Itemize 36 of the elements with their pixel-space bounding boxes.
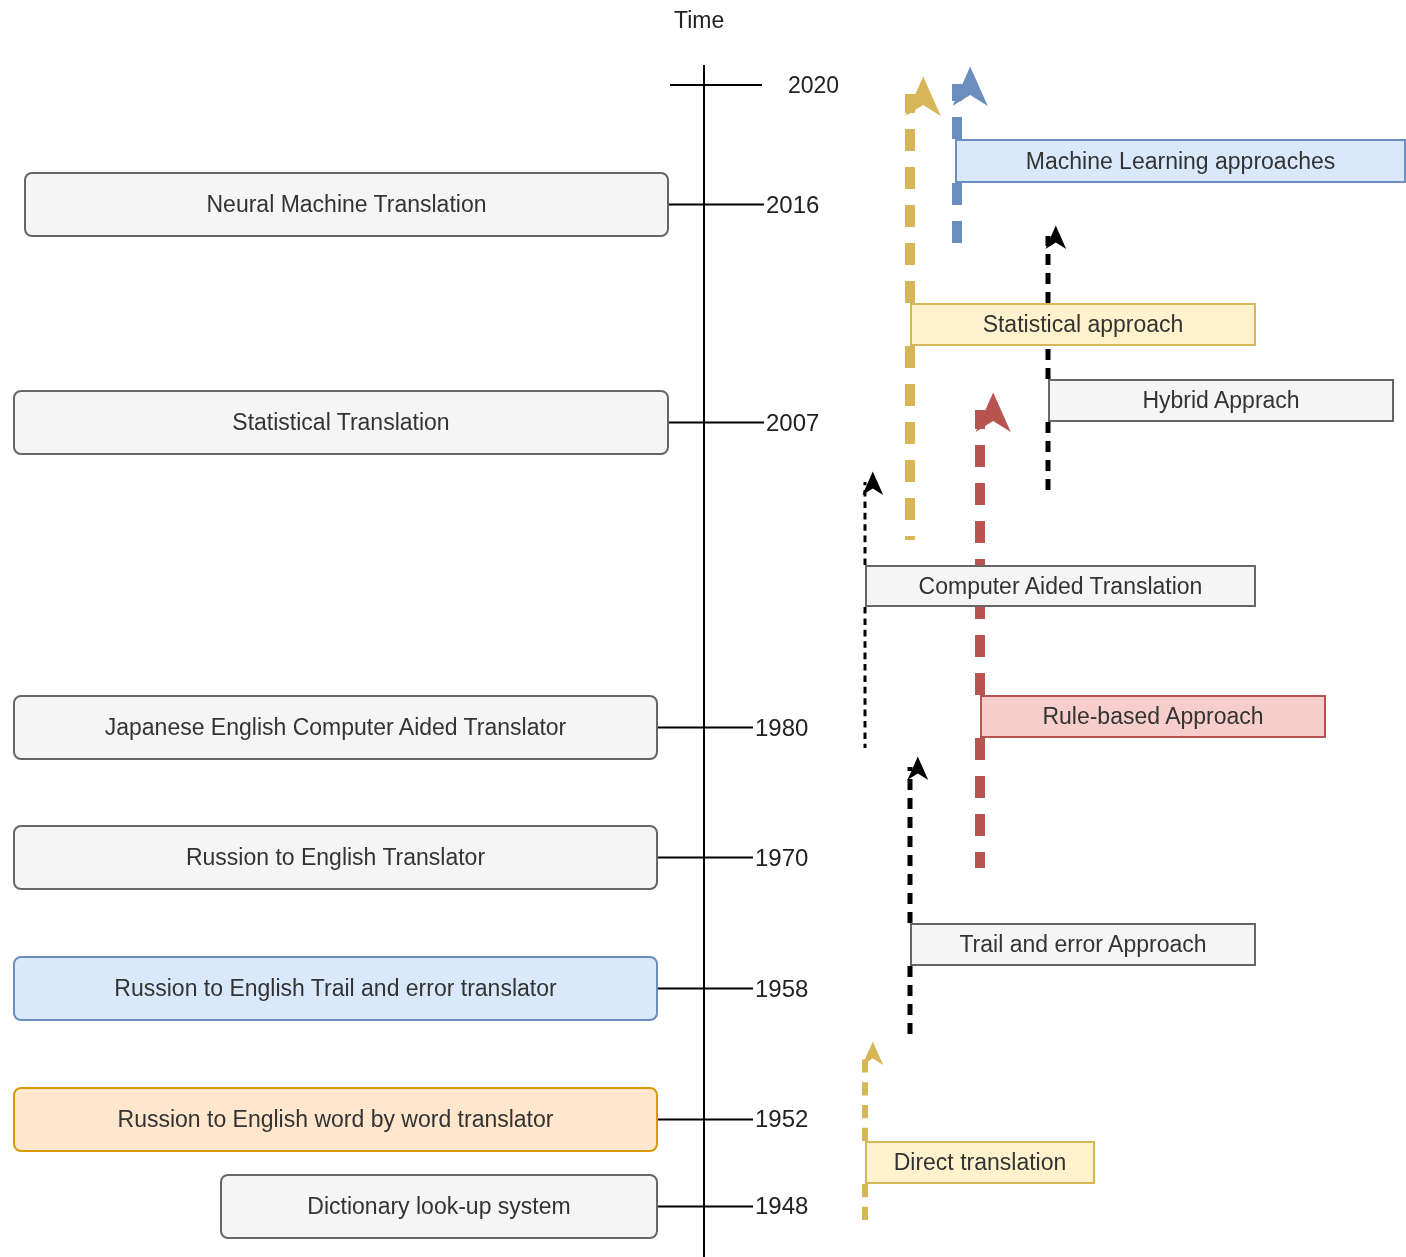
connector-line [657, 856, 754, 859]
dashed-arrow [905, 76, 941, 303]
event-box: Japanese English Computer Aided Translator [13, 695, 658, 760]
year-label: 2016 [766, 190, 820, 220]
approach-box: Hybrid Apprach [1048, 379, 1394, 422]
connector-line [668, 203, 765, 206]
event-box: Russion to English Translator [13, 825, 658, 890]
connector-line [657, 1118, 754, 1121]
connector-line [657, 726, 754, 729]
event-box: Neural Machine Translation [24, 172, 669, 237]
approach-box: Machine Learning approaches [955, 139, 1406, 183]
year-label: 1952 [755, 1104, 809, 1134]
approach-box: Trail and error Approach [910, 923, 1256, 966]
approach-box: Rule-based Approach [980, 695, 1326, 738]
dashed-arrow [952, 66, 988, 139]
year-label: 1948 [755, 1191, 809, 1221]
connector-line [657, 1205, 754, 1208]
dashed-arrow [862, 471, 884, 565]
event-box: Dictionary look-up system [220, 1174, 658, 1239]
approach-box: Direct translation [865, 1141, 1095, 1184]
dashed-arrow [975, 392, 1011, 695]
year-label: 2007 [766, 408, 820, 438]
event-box: Russion to English word by word translator [13, 1087, 658, 1152]
event-box: Statistical Translation [13, 390, 669, 455]
year-label: 1980 [755, 713, 809, 743]
year-label: 2020 [788, 71, 840, 100]
event-box: Russion to English Trail and error translator [13, 956, 658, 1021]
year-label: 1958 [755, 974, 809, 1004]
dashed-arrow [907, 756, 929, 923]
connector-line [657, 987, 754, 990]
approach-box: Computer Aided Translation [865, 565, 1256, 607]
dashed-arrow [862, 1041, 884, 1141]
year-label: 1970 [755, 843, 809, 873]
axis-title: Time [674, 6, 725, 35]
approach-box: Statistical approach [910, 303, 1256, 346]
connector-line [668, 421, 765, 424]
